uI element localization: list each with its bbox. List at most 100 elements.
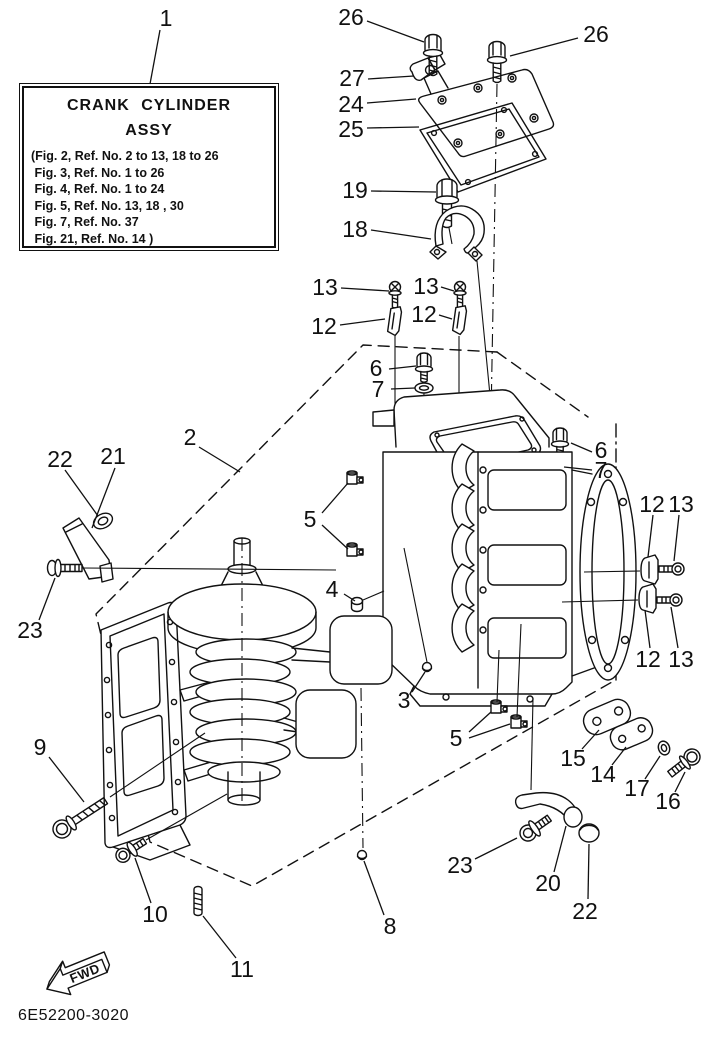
fitting-5a	[346, 470, 364, 485]
leader-line-8	[363, 860, 385, 916]
crankshaft-assembly	[167, 537, 393, 806]
callout-22: 22	[47, 446, 73, 472]
info-box: CRANK CYLINDER ASSY (Fig. 2, Ref. No. 2 …	[19, 83, 279, 251]
grommet-22-left	[92, 512, 114, 530]
fitting-5c	[490, 699, 508, 714]
plug-4	[350, 590, 385, 613]
callout-22: 22	[572, 898, 598, 924]
clip-alignment-lines	[561, 570, 641, 603]
washer-17	[657, 740, 671, 756]
fwd-arrow: FWD	[46, 951, 111, 996]
leader-line-22	[587, 843, 590, 900]
leader-line-11	[202, 915, 237, 959]
leader-line-26	[509, 37, 579, 57]
clip-12-left	[386, 306, 403, 337]
leader-line-16	[674, 771, 686, 793]
leader-line-24	[366, 98, 417, 104]
callout-2: 2	[184, 424, 197, 450]
callout-19: 19	[342, 177, 368, 203]
leader-line-6	[388, 365, 417, 370]
fig-ref-list: (Fig. 2, Ref. No. 2 to 13, 18 to 26 Fig.…	[24, 148, 274, 247]
callout-3: 3	[398, 687, 411, 713]
main-bearing-ribs	[451, 443, 475, 653]
leader-line-4	[343, 593, 356, 602]
callout-13: 13	[312, 274, 338, 300]
alignment-line-10	[145, 793, 228, 841]
callout-13: 13	[668, 646, 694, 672]
leader-line-12	[438, 314, 453, 320]
leader-line-20	[553, 825, 567, 873]
fig-ref-line: Fig. 4, Ref. No. 1 to 24	[31, 182, 165, 196]
clip-12-right-bottom	[638, 583, 657, 614]
bolt-6-top	[414, 352, 434, 383]
leader-line-13	[440, 286, 455, 292]
screw-13-right	[453, 280, 467, 309]
leader-line-18	[370, 229, 432, 240]
callout-16: 16	[655, 788, 681, 814]
fig-ref-line: Fig. 3, Ref. No. 1 to 26	[31, 165, 165, 180]
leader-line-7	[390, 387, 416, 390]
leader-line-13	[340, 287, 390, 292]
leader-line-27	[367, 75, 415, 80]
callout-5: 5	[450, 725, 463, 751]
leader-line-5	[468, 723, 511, 739]
callout-12: 12	[411, 301, 437, 327]
callout-7: 7	[595, 457, 608, 483]
cylinder-block	[372, 389, 637, 707]
callout-7: 7	[372, 376, 385, 402]
screw-13-right-top	[658, 562, 685, 576]
alignment-line-8	[360, 687, 364, 849]
cover-plate	[417, 68, 555, 158]
callout-11: 11	[230, 956, 254, 982]
leader-line-13	[670, 606, 679, 649]
cylinder-bores	[479, 466, 567, 659]
fig-ref-line: Fig. 7, Ref. No. 37	[31, 215, 139, 229]
callout-8: 8	[384, 913, 397, 939]
leader-line-5	[321, 482, 349, 514]
anode-bracket-20	[514, 791, 583, 828]
drawing-code: 6E52200-3020	[18, 1007, 129, 1024]
alignment-line-23a	[81, 567, 337, 571]
screw-13-right-bottom	[656, 593, 683, 607]
leader-line-7	[563, 466, 593, 471]
stud-11	[193, 885, 203, 917]
callout-12: 12	[311, 313, 337, 339]
leader-line-1	[149, 29, 161, 85]
callout-13: 13	[413, 273, 439, 299]
leader-line-23	[38, 577, 56, 621]
callout-6: 6	[370, 355, 383, 381]
leader-line-19	[370, 190, 437, 193]
bolt-10	[115, 837, 148, 863]
plate-14	[609, 717, 654, 751]
callout-23: 23	[17, 617, 43, 643]
clip-12-right-top	[640, 554, 659, 585]
clamp-18	[429, 205, 493, 417]
leader-line-13	[673, 514, 680, 562]
bolt-23-right	[519, 814, 553, 842]
callout-1: 1	[160, 5, 173, 31]
leader-line-23	[474, 837, 518, 860]
alignment-line-9	[109, 732, 206, 798]
fig-ref-line: Fig. 5, Ref. No. 13, 18 , 30	[31, 198, 184, 213]
cap-22-right	[578, 823, 600, 843]
callout-24: 24	[338, 91, 364, 117]
callout-21: 21	[100, 443, 126, 469]
callout-15: 15	[560, 745, 586, 771]
plug-3	[421, 661, 433, 673]
callout-9: 9	[34, 734, 47, 760]
callout-12: 12	[635, 646, 661, 672]
leader-line-12	[647, 514, 654, 558]
callout-12: 12	[639, 491, 665, 517]
leader-line-21	[91, 467, 116, 529]
leader-line-25	[366, 126, 420, 129]
callout-25: 25	[338, 116, 364, 142]
bolt-16	[667, 748, 701, 778]
fig-ref-line: Fig. 21, Ref. No. 14 )	[31, 231, 154, 246]
leader-line-3	[411, 671, 426, 693]
callout-26: 26	[583, 21, 609, 47]
callout-17: 17	[624, 775, 650, 801]
screw-13-left	[388, 280, 402, 309]
leader-line-17	[644, 755, 661, 780]
